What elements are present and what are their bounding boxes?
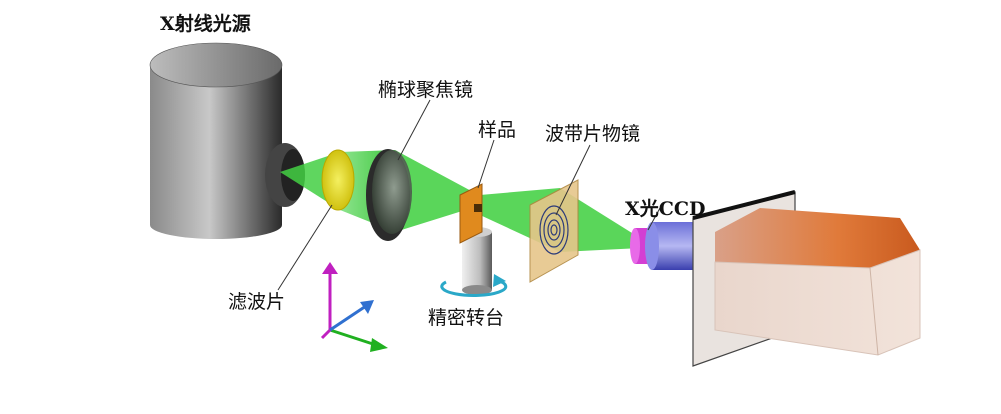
label-xray-ccd: X光CCD bbox=[625, 197, 705, 220]
leader-mirror bbox=[397, 99, 431, 161]
sample-plate bbox=[459, 183, 483, 244]
xray-ccd bbox=[630, 190, 921, 367]
label-rotation-stage: 精密转台 bbox=[428, 307, 504, 329]
label-zone-plate: 波带片物镜 bbox=[545, 123, 640, 145]
label-ellipsoid-mirror: 椭球聚焦镜 bbox=[378, 79, 473, 101]
rotation-arrow bbox=[440, 274, 508, 297]
leader-filter bbox=[277, 204, 333, 291]
label-filter: 滤波片 bbox=[228, 291, 285, 313]
leader-zone-plate bbox=[555, 144, 591, 216]
filter bbox=[321, 149, 355, 211]
ellipsoid-mirror bbox=[366, 149, 412, 241]
leader-ccd bbox=[647, 207, 661, 231]
coordinate-axes bbox=[320, 262, 388, 352]
xray-source bbox=[149, 42, 305, 239]
label-xray-source: X射线光源 bbox=[160, 12, 251, 35]
label-sample: 样品 bbox=[478, 119, 516, 141]
zone-plate bbox=[529, 179, 579, 283]
sample-stage bbox=[440, 183, 508, 297]
leader-sample bbox=[477, 139, 495, 189]
